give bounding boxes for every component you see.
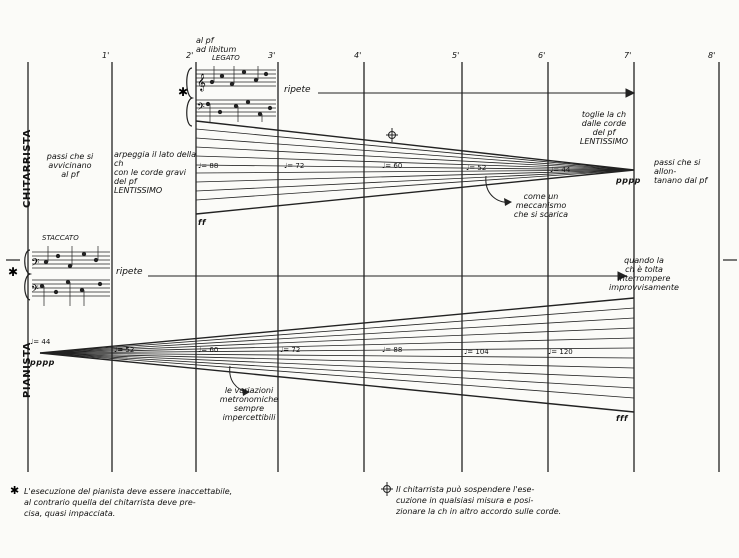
piano-asterisk-icon: ✱ [8,265,18,279]
guitar-score-fragment [186,66,276,127]
piano-metronome-52: ♩= 52 [114,346,135,354]
piano-score-fragment [24,246,110,306]
guitar-dynamic-end: pppp [616,176,641,185]
piano-variations-note: le variazioni metronomiche sempre imperc… [219,386,279,422]
footnote-symbol: Il chitarrista può sospendere l'ese- cuz… [396,485,562,516]
guitar-metronome-72: ♩= 72 [284,162,305,170]
suspend-symbol-icon [386,128,398,142]
guitar-performance-note: al pf ad libitum [196,36,237,54]
bass-clef-icon: 𝄢 [197,101,205,115]
piano-metronome-44: ♩= 44 [30,338,51,346]
guitar-approach-note: passi che si avvicinano al pf [46,152,94,179]
time-mark-4: 4' [354,51,362,60]
piano-staccato: STACCATO [42,234,79,242]
treble-clef-icon: 𝄞 [197,73,206,91]
piano-metronome-60: ♩= 60 [198,346,219,354]
time-mark-6: 6' [538,51,546,60]
guitar-asterisk-icon: ✱ [178,85,188,99]
piano-wedge [39,297,635,413]
time-mark-3: 3' [268,51,276,60]
guitar-wedge [195,120,635,215]
footnote-asterisk-icon: ✱ [10,484,19,497]
piano-metronome-120: ♩= 120 [548,348,573,356]
time-mark-8: 8' [708,51,716,60]
guitar-metronome-44: ♩= 44 [550,166,571,174]
footnote-symbol-icon [381,482,393,496]
guitar-metronome-60: ♩= 60 [382,162,403,170]
piano-dynamic-start: pppp [30,358,55,367]
piano-metronome-88: ♩= 88 [382,346,403,354]
piano-repeat-label: ripete [116,267,143,277]
guitar-metronome-52: ♩= 52 [466,164,487,172]
piano-bass-clef-2-icon: 𝄢 [31,283,39,297]
piano-interrupt-note: quando la ch è tolta interrompere improv… [609,256,679,292]
piano-bass-clef-icon: 𝄢 [31,257,39,272]
guitar-arpeggio-note: arpeggia il lato della ch con le corde g… [114,150,197,195]
guitar-repeat-label: ripete [284,85,311,95]
piano-metronome-72: ♩= 72 [280,346,301,354]
time-mark-2: 2' [186,51,194,60]
time-mark-7: 7' [624,51,632,60]
guitar-mechanism-note: come un meccanismo che si scarica [513,192,569,219]
guitar-depart-note: passi che si allon- tanano dal pf [654,158,708,185]
piano-dynamic-end: fff [616,414,628,423]
guitar-dynamic-start: ff [198,218,206,227]
piano-metronome-104: ♩= 104 [464,348,489,356]
guitar-legato: LEGATO [212,54,240,62]
guitar-metronome-88: ♩= 88 [198,162,219,170]
time-mark-1: 1' [102,51,110,60]
time-mark-5: 5' [452,51,460,60]
footnote-asterisk: L'esecuzione del pianista deve essere in… [24,487,233,518]
guitar-remove-note: toglie la ch dalle corde del pf LENTISSI… [579,110,629,146]
instrument-piano: PIANISTA [22,342,33,398]
